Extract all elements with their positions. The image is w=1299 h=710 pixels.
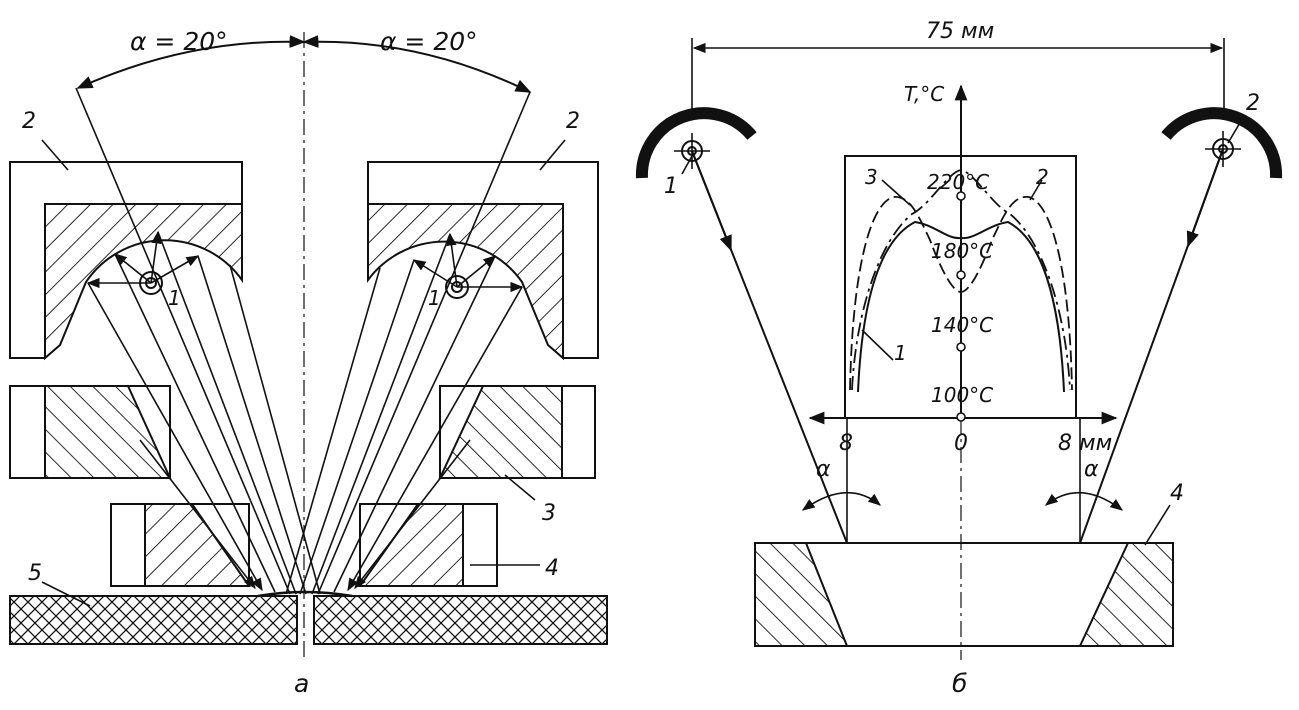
beam-right-arrow <box>1186 148 1224 248</box>
alpha-arc-left <box>801 491 881 511</box>
label-2-b: 2 <box>1246 91 1260 116</box>
label-1-left: 1 <box>168 286 181 310</box>
leader-curve-1 <box>861 329 894 361</box>
leader-2-left <box>41 139 69 171</box>
temperature-chart: T,°C 220°C 180°C 140°C 100°C 8 0 8 мм 3 … <box>808 82 1118 456</box>
temp-140: 140°C <box>931 313 993 337</box>
x-tick-right: 8 мм <box>1058 431 1112 456</box>
temp-180: 180°C <box>931 239 993 263</box>
dimension-label: 75 мм <box>926 19 994 44</box>
panel-a: α = 20° α = 20° 2 2 1 1 3 4 5 а <box>9 27 608 698</box>
angle-arc-right <box>302 35 532 93</box>
curve-2 <box>849 196 1073 391</box>
reflector-body-right <box>367 203 564 361</box>
clamp-b-hatch-left <box>754 542 849 647</box>
reflector-body-left <box>44 203 243 361</box>
curve-2-label: 2 <box>1036 165 1049 189</box>
x-tick-left: 8 <box>839 431 853 456</box>
alpha-label-right: α <box>1084 457 1099 482</box>
label-1-right: 1 <box>428 286 441 310</box>
curve-1-label: 1 <box>894 341 907 365</box>
label-1-b: 1 <box>664 174 678 199</box>
caption-a: а <box>294 669 309 698</box>
dot-140 <box>956 342 966 352</box>
angle-label-left: α = 20° <box>130 27 228 56</box>
dot-220 <box>956 191 966 201</box>
workpiece-right <box>313 595 608 645</box>
workpiece-left <box>9 595 298 645</box>
temp-220: 220°C <box>927 170 989 194</box>
leader-5 <box>41 581 91 607</box>
heater-reflector-left <box>635 107 757 179</box>
angle-label-right: α = 20° <box>380 27 478 56</box>
leader-curve-2 <box>1029 179 1043 201</box>
label-2-right: 2 <box>566 109 580 134</box>
leader-1-b <box>681 155 693 175</box>
label-2-left: 2 <box>22 109 36 134</box>
label-4: 4 <box>545 556 559 581</box>
temp-100: 100°C <box>931 383 993 407</box>
x-tick-center: 0 <box>954 431 968 456</box>
seam-bead <box>257 590 353 598</box>
shield-hatch-left <box>44 385 172 479</box>
angle-arc-left <box>76 35 306 89</box>
label-5: 5 <box>28 561 42 586</box>
leader-4-b <box>1144 504 1171 546</box>
leader-3 <box>504 474 536 501</box>
label-3: 3 <box>542 501 556 526</box>
leader-2-right <box>539 139 566 171</box>
clamp-hatch-left <box>144 503 251 587</box>
clamp-b-hatch-right <box>1078 542 1174 647</box>
shield-hatch-right <box>438 385 563 479</box>
clamp-hatch-right <box>358 503 464 587</box>
alpha-label-left: α <box>816 457 831 482</box>
heater-reflector-right <box>1161 107 1283 179</box>
dot-100 <box>956 412 966 422</box>
panel-b: 75 мм α α <box>635 19 1283 698</box>
lamp-rays-left <box>86 230 200 289</box>
curve-3-label: 3 <box>865 165 878 189</box>
label-4-b: 4 <box>1170 481 1184 506</box>
curve-1 <box>857 220 1065 393</box>
leader-curve-3 <box>881 179 911 206</box>
beam-left-arrow <box>691 150 732 252</box>
leader-2-b <box>1227 115 1245 144</box>
dot-180 <box>956 270 966 280</box>
caption-b: б <box>952 669 967 698</box>
chart-y-label: T,°C <box>904 82 944 106</box>
alpha-arc-right <box>1044 491 1124 511</box>
curve-3 <box>851 169 1071 391</box>
